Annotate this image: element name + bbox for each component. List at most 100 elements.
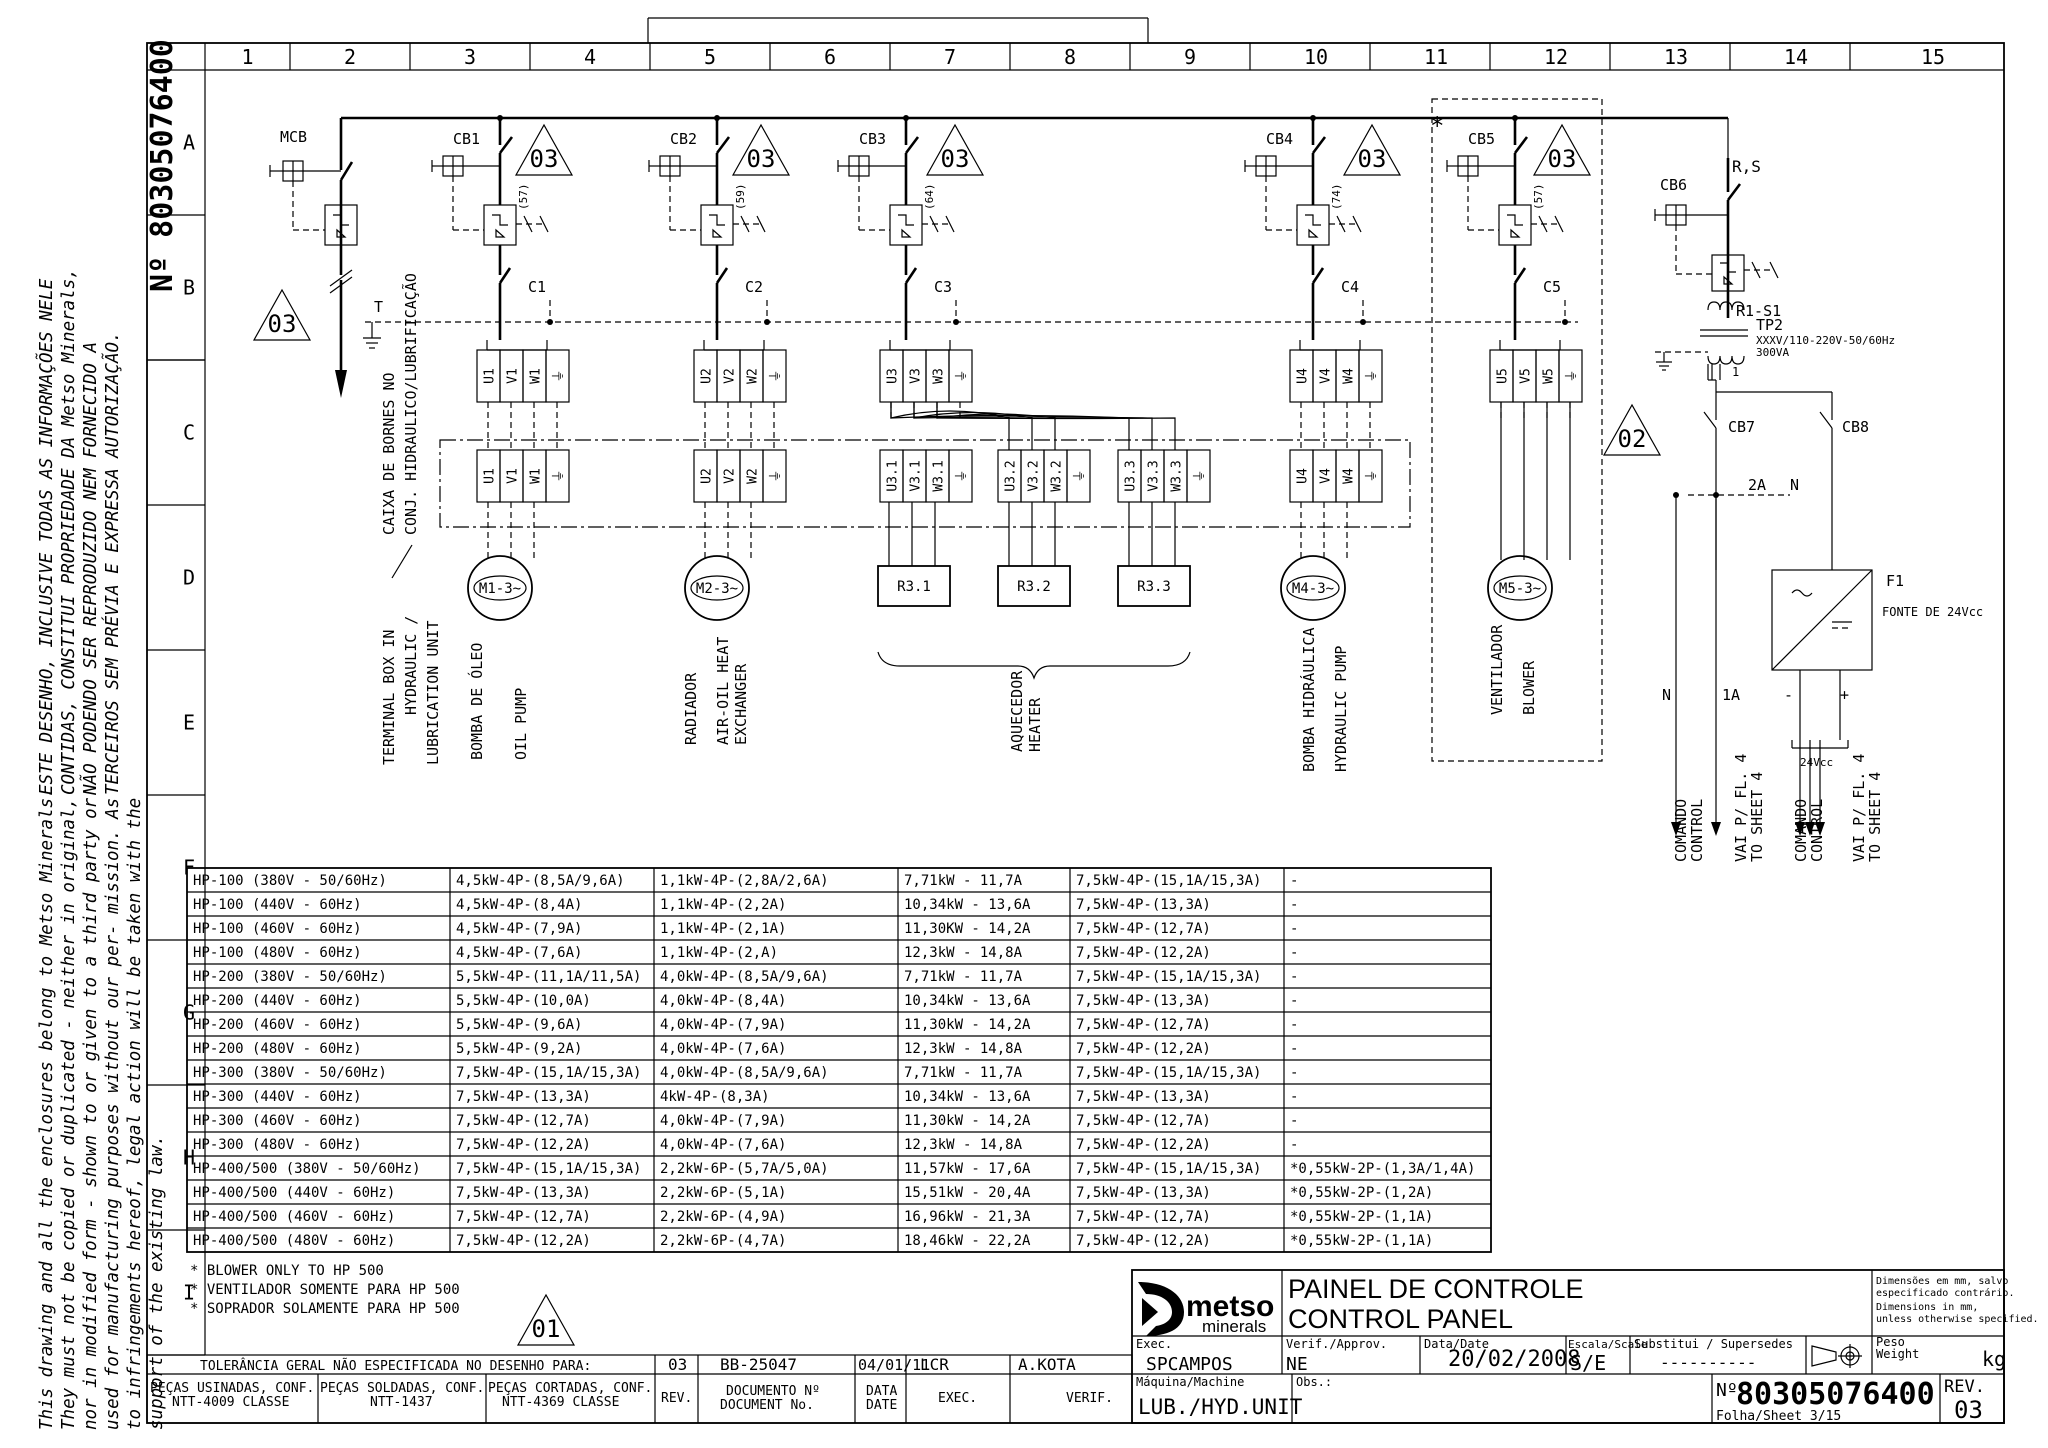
table-cell: HP-400/500 (460V - 60Hz)	[193, 1209, 395, 1225]
logo-sub-text: minerals	[1202, 1317, 1266, 1336]
table-cell: HP-100 (440V - 60Hz)	[193, 897, 362, 913]
table-cell: 2,2kW-6P-(5,7A/5,0A)	[660, 1161, 829, 1177]
terminal-label: ⏚	[955, 369, 970, 382]
terminal-box-en-line: TERMINAL BOX IN	[380, 630, 398, 765]
control-circuit	[1654, 158, 1873, 836]
contactor-label: C5	[1543, 278, 1561, 296]
table-cell: -	[1290, 993, 1298, 1009]
dims-note-line: Dimensões em mm, salvo	[1876, 1276, 2008, 1287]
tolerance-c3-line: PEÇAS CORTADAS, CONF.	[488, 1381, 652, 1396]
terminal	[1066, 449, 1091, 503]
minus-label: -	[1784, 686, 1793, 704]
column-number: 12	[1544, 45, 1568, 69]
revision-triangle	[731, 123, 791, 176]
row-letter: I	[183, 1281, 195, 1305]
note-en-line: to infringements hereof, legal action wi…	[125, 798, 145, 1430]
supersedes-value: ----------	[1660, 1353, 1756, 1372]
note-en-line: used for manufacturing purposes without …	[103, 798, 123, 1430]
cb7-label: CB7	[1728, 418, 1755, 436]
terminal-label: U3.2	[1004, 460, 1019, 491]
column-number: 14	[1784, 45, 1808, 69]
terminal-label: V3.1	[909, 460, 924, 491]
m2-name-line: EXCHANGER	[732, 663, 750, 745]
aux-contact-ref: (57)	[517, 184, 530, 211]
table-cell: 4,0kW-4P-(7,9A)	[660, 1017, 786, 1033]
tolerance-verif: A.KOTA	[1018, 1355, 1076, 1374]
table-cell: 4kW-4P-(8,3A)	[660, 1089, 770, 1105]
table-cell: 7,5kW-4P-(13,3A)	[1076, 1089, 1211, 1105]
table-cell: 12,3kW - 14,8A	[904, 945, 1023, 961]
table-cell: 10,34kW - 13,6A	[904, 993, 1031, 1009]
terminal-label: U2	[700, 468, 715, 484]
revision-triangle	[1602, 403, 1662, 456]
side-legal-notes: ESTE DESENHO, INCLUSIVE TODAS AS INFORMA…	[35, 268, 167, 1430]
table-cell: 7,5kW-4P-(12,2A)	[1076, 1041, 1211, 1057]
tp2-label: TP2	[1756, 316, 1783, 334]
table-cell: HP-100 (460V - 60Hz)	[193, 921, 362, 937]
table-cell: 11,30kW - 14,2A	[904, 1017, 1031, 1033]
table-cell: -	[1290, 1089, 1298, 1105]
table-cell: -	[1290, 897, 1298, 913]
comando-line: CONTROL	[1808, 799, 1826, 862]
terminal-label: U3.1	[886, 460, 901, 491]
terminal-label: W2	[746, 468, 761, 484]
table-cell: 2,2kW-6P-(4,9A)	[660, 1209, 786, 1225]
terminal-label: ⏚	[552, 469, 567, 482]
column-number: 4	[584, 45, 596, 69]
terminal-label: ⏚	[769, 469, 784, 482]
table-cell: 2,2kW-6P-(5,1A)	[660, 1185, 786, 1201]
terminal-box-en-line: LUBRICATION UNIT	[424, 621, 442, 766]
terminal	[1186, 449, 1211, 503]
revision-number: 03	[941, 145, 970, 173]
terminal-label: W5	[1542, 368, 1557, 384]
table-cell: 7,5kW-4P-(15,1A/15,3A)	[1076, 873, 1261, 889]
table-cell: 7,71kW - 11,7A	[904, 969, 1023, 985]
comando-line: CONTROL	[1688, 799, 1706, 862]
comando-line: COMANDO	[1792, 799, 1810, 862]
note-pt-line: TERCEIROS SEM PRÉVIA E EXPRESSA AUTORIZA…	[101, 331, 123, 795]
table-cell: 11,30KW - 14,2A	[904, 921, 1031, 937]
table-cell: -	[1290, 921, 1298, 937]
aux-contact-ref: (74)	[1330, 184, 1343, 211]
terminal	[948, 449, 973, 503]
table-cell: HP-400/500 (480V - 60Hz)	[193, 1233, 395, 1249]
note-en-line: They must not be copied or duplicated - …	[59, 798, 79, 1430]
table-cell: -	[1290, 1065, 1298, 1081]
m4-name-line: BOMBA HIDRÁULICA	[1299, 628, 1318, 773]
terminal-label: U3	[886, 368, 901, 384]
sheet-number: Folha/Sheet 3/15	[1716, 1409, 1841, 1424]
note-pt-line: CONTIDAS, CONSTITUI PROPRIEDADE DA Metso…	[59, 268, 79, 795]
table-cell: 5,5kW-4P-(10,0A)	[456, 993, 591, 1009]
fonte-label: FONTE DE 24Vcc	[1882, 605, 1983, 619]
table-cell: 7,5kW-4P-(15,1A/15,3A)	[456, 1065, 641, 1081]
motor-label: M4-3~	[1292, 581, 1334, 597]
table-cell: 18,46kW - 22,2A	[904, 1233, 1031, 1249]
1a-out-label: 1A	[1722, 686, 1740, 704]
revision-number: 03	[530, 145, 559, 173]
terminal-box-outline	[439, 439, 1411, 528]
heater-brace	[877, 651, 1191, 680]
tolerance-doc: BB-25047	[720, 1355, 797, 1374]
tp2-va: 300VA	[1756, 346, 1789, 359]
terminal-label: U3.3	[1124, 460, 1139, 491]
rs-label: R,S	[1732, 157, 1761, 176]
terminal-label: U2	[700, 368, 715, 384]
revision-number: 03	[747, 145, 776, 173]
note-pt-line: NÃO PODENDO SER REPRODUZIDO NEM FORNECID…	[79, 342, 101, 796]
cb2-label: CB2	[670, 130, 697, 148]
column-number: 2	[344, 45, 356, 69]
drawing-title-pt: PAINEL DE CONTROLE	[1288, 1274, 1584, 1304]
terminal-label: W4	[1342, 368, 1357, 384]
cb6-label: CB6	[1660, 176, 1687, 194]
tp2-spec: XXXV/110-220V-50/60Hz	[1756, 334, 1895, 347]
table-cell: 7,5kW-4P-(15,1A/15,3A)	[1076, 969, 1261, 985]
revision-number: 02	[1618, 425, 1647, 453]
terminal-label: ⏚	[1365, 469, 1380, 482]
table-cell: HP-200 (460V - 60Hz)	[193, 1017, 362, 1033]
24vcc-label: 24Vcc	[1800, 756, 1833, 769]
table-cell: 5,5kW-4P-(11,1A/11,5A)	[456, 969, 641, 985]
tolerance-c1-line: PEÇAS USINADAS, CONF.	[150, 1381, 314, 1396]
column-number: 8	[1064, 45, 1076, 69]
caixa-bornes-line: CAIXA DE BORNES NO	[380, 372, 398, 535]
